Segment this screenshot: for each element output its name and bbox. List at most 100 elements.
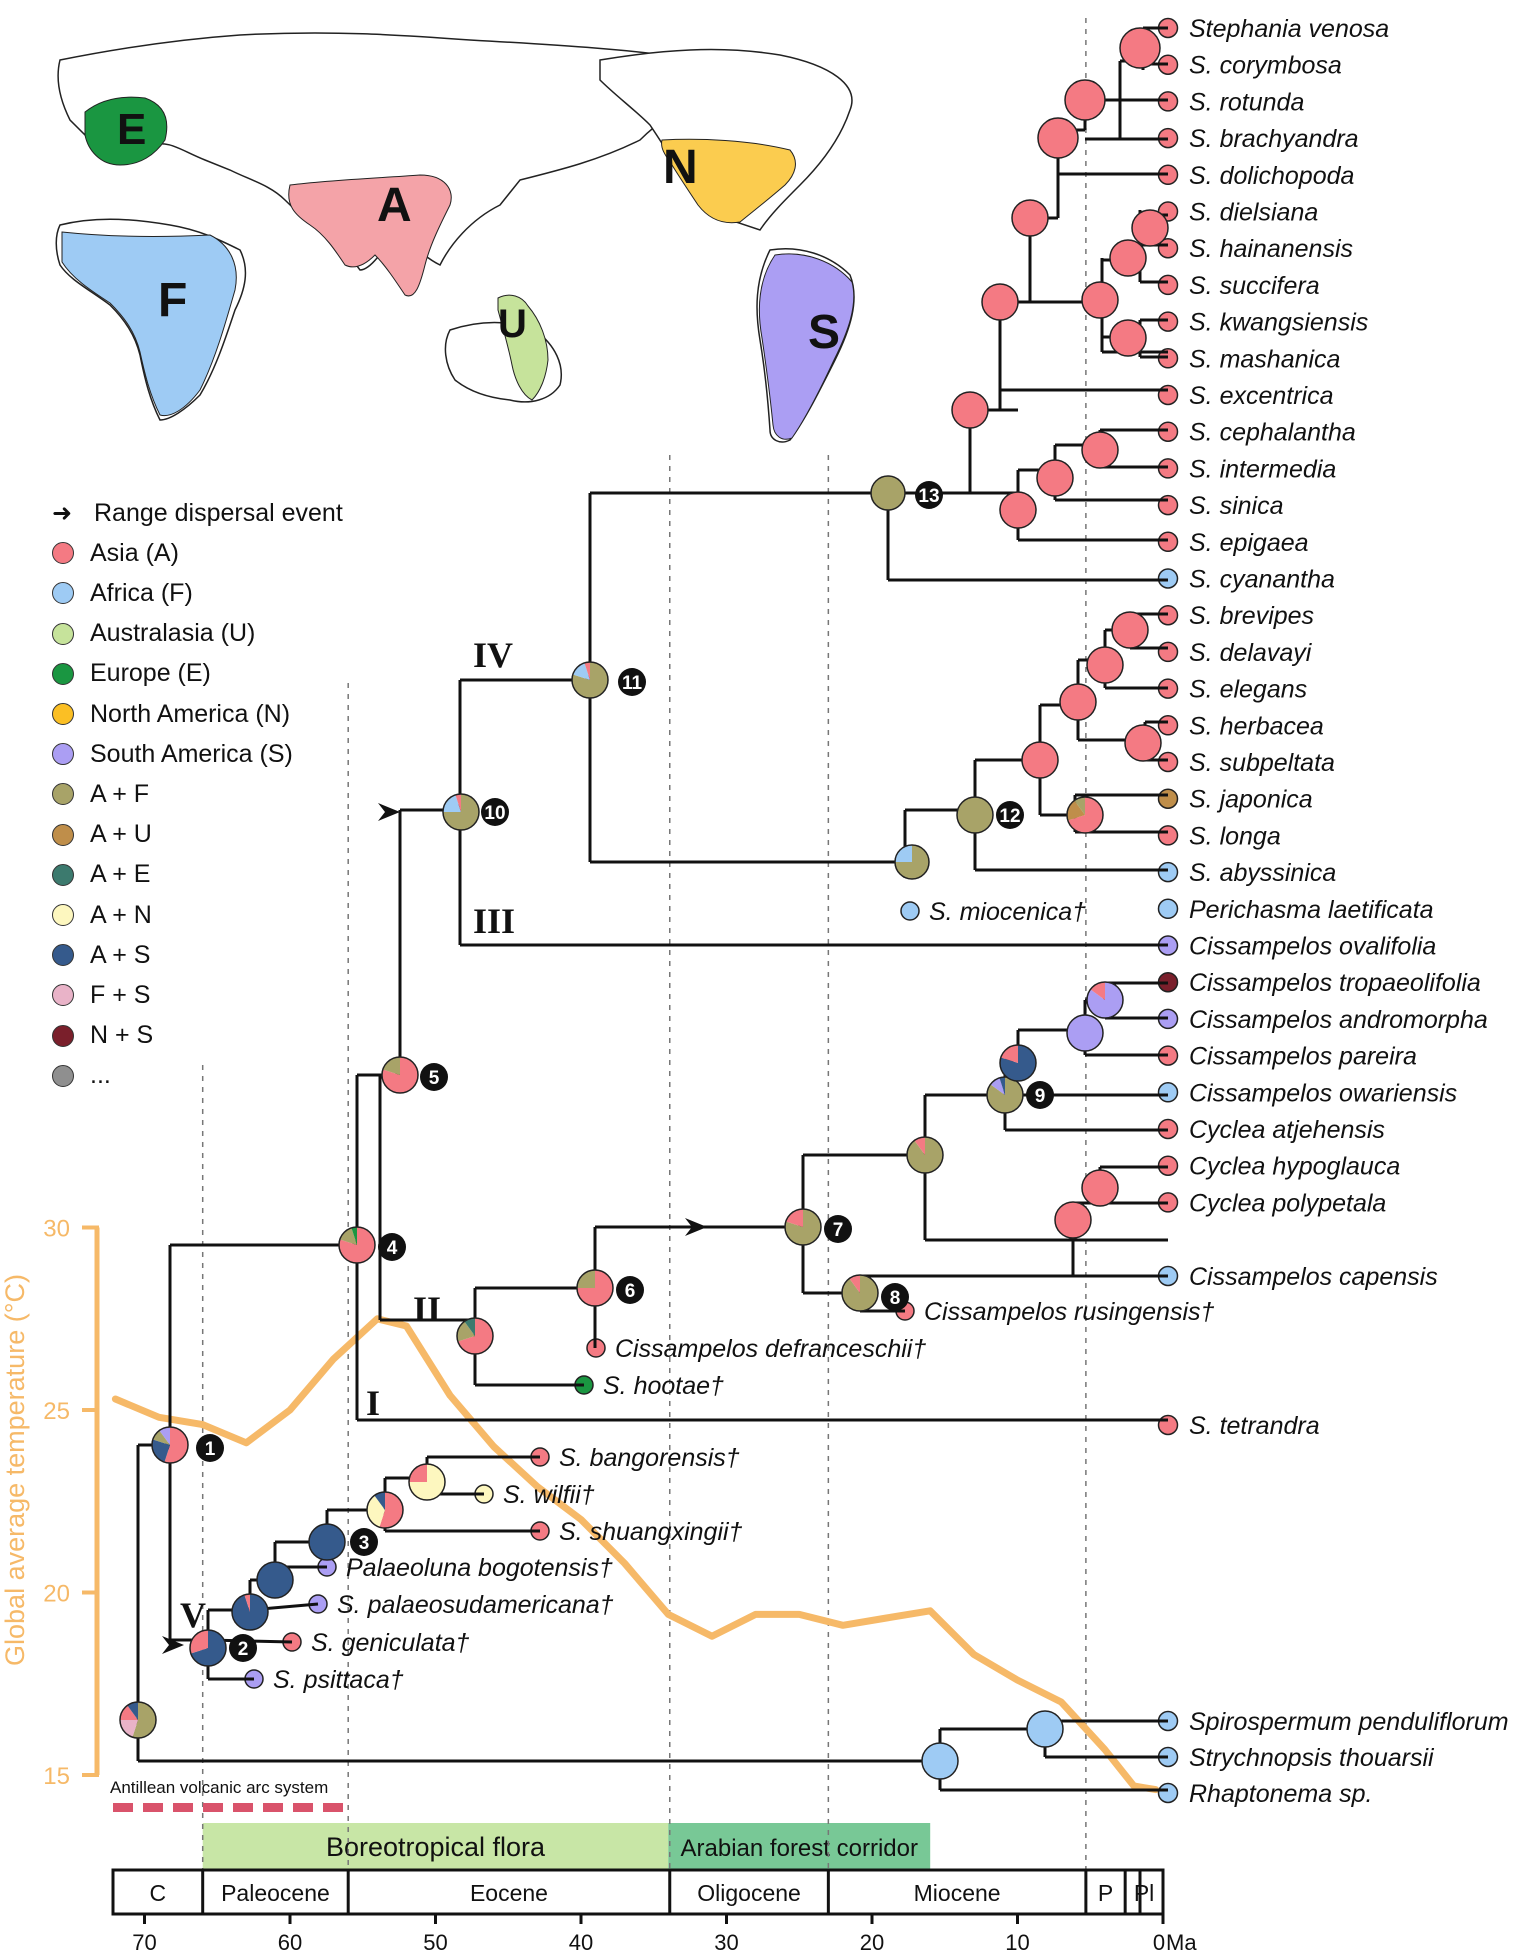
epoch-label: C bbox=[150, 1880, 167, 1906]
ancestral-range-pie bbox=[1109, 319, 1147, 357]
tip-label: Spirospermum penduliflorum bbox=[1189, 1708, 1509, 1736]
legend-swatch bbox=[52, 743, 74, 766]
tip-label: Cissampelos tropaeolifolia bbox=[1189, 969, 1481, 997]
pie-slice bbox=[990, 1077, 1005, 1095]
legend-item: A + S bbox=[52, 938, 150, 972]
pie-outline bbox=[986, 1076, 1024, 1114]
region-label-north-america: N bbox=[663, 141, 698, 194]
pie-slice bbox=[1021, 741, 1059, 779]
antillean-segment bbox=[293, 1803, 313, 1812]
tip-marker bbox=[1157, 237, 1179, 259]
region-north-america bbox=[661, 138, 796, 224]
ancestral-range-pie bbox=[1124, 724, 1162, 762]
node-number-badge bbox=[996, 801, 1024, 829]
legend-swatch bbox=[52, 582, 74, 605]
tip-label: Cissampelos ovalifolia bbox=[1189, 933, 1436, 961]
tip-label: S. excentrica bbox=[1189, 382, 1334, 410]
node-number: 1 bbox=[205, 1439, 216, 1460]
node-number: 3 bbox=[359, 1533, 370, 1554]
ancestral-range-pie bbox=[1066, 796, 1104, 834]
fossil-label: Cissampelos defranceschii† bbox=[615, 1335, 926, 1363]
pie-slice bbox=[1081, 1169, 1119, 1207]
tip-label: S. epigaea bbox=[1189, 529, 1309, 557]
node-number-badge bbox=[378, 1233, 406, 1261]
pie-slice bbox=[987, 1077, 1024, 1113]
ancestral-range-pie bbox=[956, 796, 994, 834]
temp-tick-label: 30 bbox=[43, 1216, 70, 1243]
clade-label: I bbox=[366, 1383, 380, 1423]
clade-label: V bbox=[180, 1595, 206, 1635]
tip-label: S. succifera bbox=[1189, 272, 1320, 300]
legend-label: ... bbox=[90, 1061, 111, 1090]
legend-label: A + N bbox=[90, 900, 152, 929]
pie-slice bbox=[244, 1594, 250, 1612]
north-america-landmass bbox=[599, 48, 853, 231]
tip-marker bbox=[1157, 1082, 1179, 1103]
pie-slice bbox=[1000, 1045, 1018, 1063]
legend-item: ... bbox=[52, 1059, 111, 1093]
ancestral-range-pie bbox=[1081, 281, 1119, 319]
pie-outline bbox=[1066, 796, 1104, 834]
pie-slice bbox=[1081, 431, 1119, 469]
ancestral-range-pie bbox=[894, 844, 930, 880]
epoch-label: Oligocene bbox=[697, 1880, 801, 1906]
pie-slice bbox=[1059, 683, 1097, 721]
temp-axis-label: Global average temperature (°C) bbox=[0, 1274, 30, 1666]
node-number: 6 bbox=[625, 1281, 636, 1302]
pie-outline bbox=[1086, 981, 1124, 1019]
pie-outline bbox=[338, 1226, 376, 1264]
time-tick-label: 40 bbox=[569, 1930, 593, 1954]
antillean-segment bbox=[203, 1803, 223, 1812]
antillean-segment bbox=[263, 1803, 283, 1812]
fossil-label: S. geniculata† bbox=[311, 1629, 470, 1657]
region-south-america bbox=[758, 253, 855, 440]
time-tick-label: 50 bbox=[423, 1930, 447, 1954]
pie-slice bbox=[164, 1427, 188, 1463]
antillean-segment bbox=[233, 1803, 253, 1812]
epoch-bar bbox=[111, 1868, 1165, 1916]
ancestral-range-pie bbox=[999, 1044, 1037, 1082]
ancestral-range-pie bbox=[1036, 459, 1074, 497]
pie-slice bbox=[256, 1561, 294, 1599]
pie-outline bbox=[571, 661, 609, 699]
legend-item: Africa (F) bbox=[52, 576, 193, 610]
ancestral-range-pie bbox=[1011, 199, 1049, 237]
tip-marker bbox=[1157, 531, 1179, 553]
epoch-label: Eocene bbox=[470, 1880, 548, 1906]
legend-item: A + E bbox=[52, 858, 150, 892]
tip-label: S. rotunda bbox=[1189, 88, 1304, 116]
tip-label: S. brevipes bbox=[1189, 602, 1314, 630]
tip-marker bbox=[1157, 715, 1179, 736]
pie-slice bbox=[1066, 1014, 1104, 1052]
tip-label: S. subpeltata bbox=[1189, 749, 1335, 777]
tip-marker bbox=[1157, 421, 1179, 442]
legend-item: A + F bbox=[52, 777, 149, 811]
temp-tick-label: 15 bbox=[43, 1763, 70, 1790]
legend-item: A + U bbox=[52, 818, 152, 852]
pie-slice bbox=[127, 1702, 138, 1720]
pie-slice bbox=[231, 1594, 268, 1630]
node-number: 9 bbox=[1035, 1086, 1046, 1107]
pie-outline bbox=[784, 1208, 822, 1246]
ancestral-range-pie bbox=[1131, 209, 1169, 247]
pie-slice bbox=[981, 283, 1019, 321]
legend-item: Australasia (U) bbox=[52, 617, 255, 651]
temp-tick-label: 20 bbox=[43, 1581, 70, 1608]
epoch-label: Pl bbox=[1134, 1880, 1154, 1906]
dispersal-arrow bbox=[162, 1636, 184, 1654]
node-number: 2 bbox=[238, 1639, 249, 1660]
legend-swatch bbox=[52, 542, 74, 565]
time-unit: Ma bbox=[1166, 1930, 1197, 1954]
tip-label: Cyclea hypoglauca bbox=[1189, 1153, 1400, 1181]
tip-label: S. tetrandra bbox=[1189, 1412, 1320, 1440]
pie-slice bbox=[1067, 800, 1085, 821]
legend-swatch bbox=[52, 783, 74, 806]
legend-label: A + U bbox=[90, 820, 152, 849]
tip-label: Cissampelos pareira bbox=[1189, 1043, 1417, 1071]
node-number-badge bbox=[618, 668, 646, 696]
antillean-segment bbox=[113, 1803, 133, 1812]
pie-slice bbox=[1086, 646, 1124, 684]
legend-item: ➜Range dispersal event bbox=[52, 496, 343, 530]
antillean-segment bbox=[173, 1803, 193, 1812]
